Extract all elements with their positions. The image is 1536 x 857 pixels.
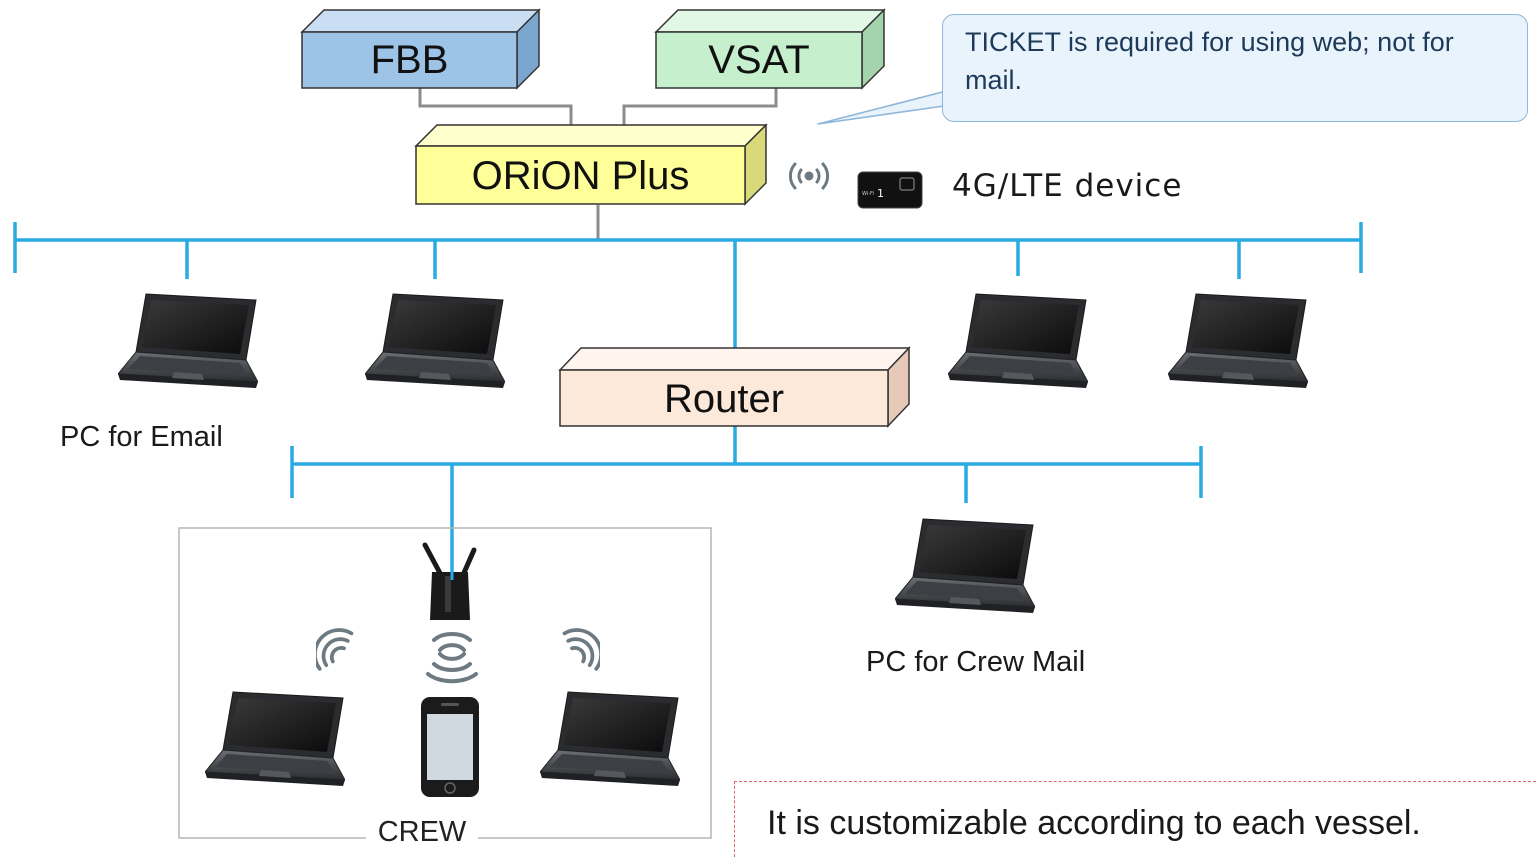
customization-note: It is customizable according to each ves… (734, 781, 1536, 857)
laptop-icon (540, 691, 680, 787)
svg-text:1: 1 (877, 187, 884, 200)
pc-email-label: PC for Email (60, 421, 223, 453)
lte-device-icon: 1 Wi-Fi (857, 171, 923, 209)
fbb-label: FBB (370, 38, 449, 82)
lte-signal-icon (788, 162, 830, 190)
lte-device-label: 4G/LTE device (952, 168, 1183, 204)
laptop-icon (1168, 293, 1308, 389)
laptop-icon (118, 293, 258, 389)
ticket-callout: TICKET is required for using web; not fo… (942, 14, 1528, 122)
vsat-label: VSAT (708, 38, 810, 82)
wifi-signal-icon (316, 628, 354, 671)
laptop-icon (895, 518, 1035, 614)
laptop-icon (948, 293, 1088, 389)
router-label: Router (663, 377, 785, 421)
wireless-router-icon (422, 542, 477, 620)
crew-group-label: CREW (366, 816, 478, 849)
router-box (558, 346, 911, 428)
pc-crew-mail-label: PC for Crew Mail (866, 646, 1086, 678)
svg-text:Wi-Fi: Wi-Fi (862, 191, 874, 197)
smartphone-icon (421, 697, 479, 797)
laptop-icon (205, 691, 345, 787)
orion-label: ORiON Plus (471, 154, 690, 198)
orion-box (414, 123, 768, 206)
fbb-box (300, 8, 541, 90)
wifi-signal-icon (426, 632, 478, 684)
vsat-box (654, 8, 886, 90)
laptop-icon (365, 293, 505, 389)
wifi-signal-icon (562, 628, 600, 671)
